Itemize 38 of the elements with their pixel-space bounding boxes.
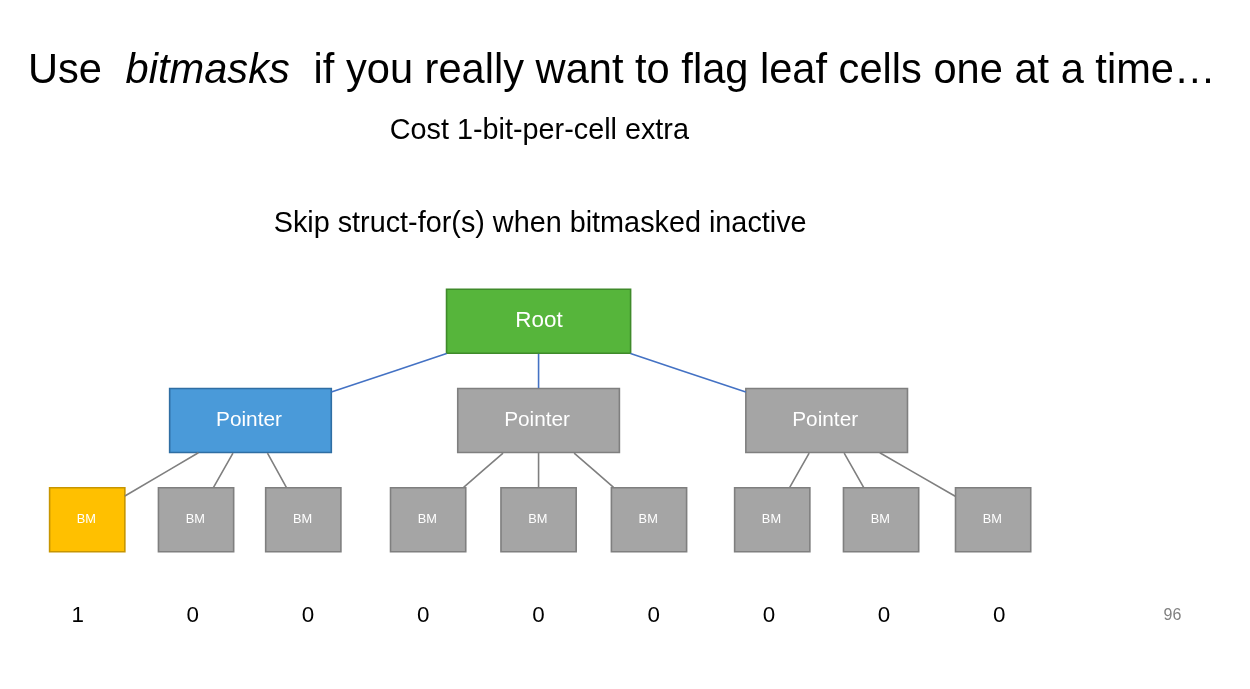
node-box: BM xyxy=(389,486,467,553)
connector xyxy=(462,452,504,489)
node-box: Pointer xyxy=(456,387,621,454)
connector xyxy=(266,452,288,489)
label: Skip struct-for(s) when bitmasked inactive xyxy=(273,206,807,239)
node-box: BM xyxy=(954,486,1032,553)
node-box: Pointer xyxy=(745,387,909,454)
node-box: BM xyxy=(48,486,126,553)
label: 96 xyxy=(1163,605,1182,623)
connector xyxy=(879,451,957,498)
node-label: 0 xyxy=(416,601,430,627)
node-box: BM xyxy=(842,486,920,553)
diagram-title: Use bitmasks if you really want to flag leaf cells one at a time… xyxy=(28,44,1216,92)
node-box: Pointer xyxy=(168,387,333,454)
node-box: BM xyxy=(500,486,577,553)
connector xyxy=(212,452,234,489)
connector xyxy=(843,452,865,489)
node-box: BM xyxy=(610,486,688,553)
connector xyxy=(330,352,448,393)
node-label: 0 xyxy=(993,601,1006,627)
node-label: 0 xyxy=(301,601,315,627)
node-label: 1 xyxy=(71,601,84,627)
connector xyxy=(124,451,200,497)
node-box: Root xyxy=(445,288,632,355)
node-label: 0 xyxy=(762,601,776,627)
label: Cost 1-bit-per-cell extra xyxy=(389,113,689,146)
node-box: BM xyxy=(157,486,235,553)
node-label: 0 xyxy=(877,601,891,627)
connector xyxy=(788,452,810,489)
connector xyxy=(629,352,747,393)
node-label: 0 xyxy=(532,601,545,627)
connector xyxy=(537,452,540,489)
connector xyxy=(573,452,615,489)
connector xyxy=(537,353,540,389)
node-label: 0 xyxy=(186,601,199,627)
node-box: BM xyxy=(264,486,342,553)
node-box: BM xyxy=(733,486,811,553)
node-label: 0 xyxy=(647,601,660,627)
